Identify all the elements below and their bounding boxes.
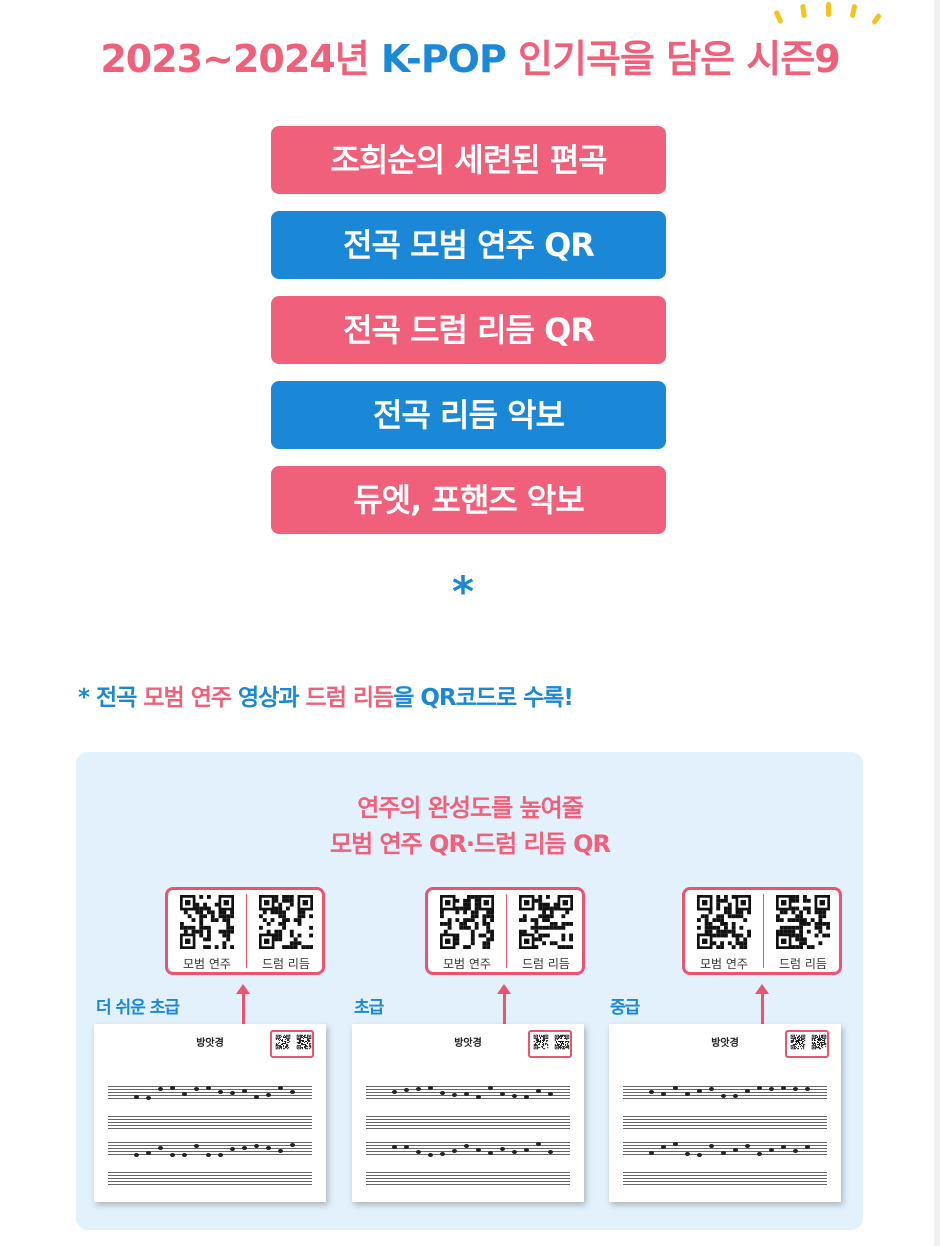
sheet-title: 방앗경 (711, 1038, 739, 1049)
feature-model-performance-qr-badge: 전곡 모범 연주 QR (271, 211, 666, 279)
sheet-music-thumbnail-beginner: 방앗경 (352, 1024, 584, 1202)
qr-card-easy: 모범 연주 드럼 리듬 (165, 887, 325, 975)
sheet-title: 방앗경 (454, 1038, 482, 1049)
feature-rhythm-score-badge: 전곡 리듬 악보 (271, 381, 666, 449)
headline-middle: 인기곡을 담은 (505, 37, 747, 81)
drum-rhythm-qr-icon[interactable] (516, 894, 576, 950)
qr-card-beginner: 모범 연주 드럼 리듬 (425, 887, 585, 975)
sheet-music-thumbnail-intermediate: 방앗경 (609, 1024, 841, 1202)
drum-rhythm-qr-icon[interactable] (256, 894, 316, 950)
note-text-4: 드럼 리듬 (305, 685, 395, 711)
qr-divider (506, 894, 507, 968)
qr-label-drum: 드럼 리듬 (779, 957, 827, 971)
sheet-music-thumbnail-easy: 방앗경 (94, 1024, 326, 1202)
note-star: * (78, 685, 97, 711)
qr-label-model: 모범 연주 (443, 957, 491, 971)
headline-season: 시즌9 (746, 37, 840, 81)
qr-note: * 전곡 모범 연주 영상과 드럼 리듬을 QR코드로 수록! (78, 678, 574, 712)
panel-title-line2: 모범 연주 QR·드럼 리듬 QR (330, 830, 611, 858)
scrollbar-track[interactable] (934, 0, 940, 1246)
model-performance-qr-icon[interactable] (437, 894, 497, 950)
level-label-easy: 더 쉬운 초급 (96, 998, 180, 1018)
qr-divider (763, 894, 764, 968)
page-headline: 2023~2024년 K-POP 인기곡을 담은 시즌9 (0, 28, 940, 83)
note-text-5: 을 QR코드로 수록! (393, 685, 574, 711)
asterisk-divider: * (452, 567, 474, 616)
headline-years: 2023~2024년 (100, 37, 381, 81)
note-text-1: 전곡 (96, 685, 144, 711)
feature-drum-rhythm-qr-badge: 전곡 드럼 리듬 QR (271, 296, 666, 364)
sheet-qr-icon (785, 1030, 829, 1058)
level-label-beginner: 초급 (354, 998, 384, 1018)
feature-arrangement-badge: 조희순의 세련된 편곡 (271, 126, 666, 194)
sheet-title: 방앗경 (196, 1038, 224, 1049)
sheet-qr-icon (528, 1030, 572, 1058)
model-performance-qr-icon[interactable] (177, 894, 237, 950)
level-label-intermediate: 중급 (610, 998, 640, 1018)
panel-title-line1: 연주의 완성도를 높여줄 (357, 794, 584, 822)
sheet-qr-icon (270, 1030, 314, 1058)
headline-kpop: K-POP (380, 37, 507, 81)
note-text-3: 영상과 (231, 685, 306, 711)
qr-label-model: 모범 연주 (700, 957, 748, 971)
qr-label-drum: 드럼 리듬 (262, 957, 310, 971)
qr-divider (246, 894, 247, 968)
note-text-2: 모범 연주 (143, 685, 232, 711)
qr-card-intermediate: 모범 연주 드럼 리듬 (682, 887, 842, 975)
model-performance-qr-icon[interactable] (694, 894, 754, 950)
feature-duet-fourhands-badge: 듀엣, 포핸즈 악보 (271, 466, 666, 534)
qr-label-drum: 드럼 리듬 (522, 957, 570, 971)
drum-rhythm-qr-icon[interactable] (773, 894, 833, 950)
qr-label-model: 모범 연주 (183, 957, 231, 971)
